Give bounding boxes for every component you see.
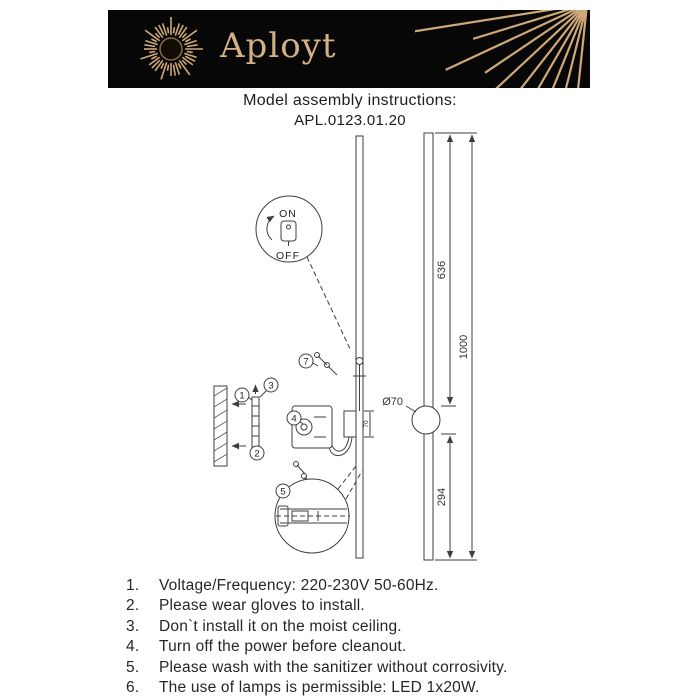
instruction-text: The use of lamps is permissible: LED 1x2… <box>159 679 480 697</box>
instruction-text: Please wash with the sanitizer without c… <box>159 658 508 676</box>
switch-on-label: ON <box>279 208 297 220</box>
title-block: Model assembly instructions: APL.0123.01… <box>0 92 700 129</box>
instructions-list: 1. Voltage/Frequency: 220-230V 50-60Hz. … <box>126 576 507 698</box>
callout-7: 7 <box>303 357 308 368</box>
callout-2: 2 <box>254 449 259 460</box>
dimension-label-294: 294 <box>436 488 448 506</box>
instruction-number: 2. <box>126 597 140 615</box>
instruction-number: 1. <box>126 577 140 594</box>
brand-name: Aployt <box>220 26 337 66</box>
instruction-number: 3. <box>126 617 140 635</box>
instruction-item: 4. Turn off the power before cleanout. <box>126 637 507 657</box>
wall-mount-detail: 1 3 2 4 <box>213 377 304 467</box>
lamp-assembly-view: 70 7 <box>291 135 374 559</box>
dimension-label-diameter: Ø70 <box>382 396 403 408</box>
dimension-label-plate-70: 70 <box>363 420 370 428</box>
instruction-item: 1. Voltage/Frequency: 220-230V 50-60Hz. <box>126 576 507 596</box>
instruction-text: Don`t install it on the moist ceiling. <box>159 617 402 635</box>
switch-off-label: OFF <box>276 250 300 262</box>
instruction-item: 5. Please wash with the sanitizer withou… <box>126 658 507 678</box>
brand-banner: Aployt <box>108 10 590 88</box>
instruction-item: 2. Please wear gloves to install. <box>126 596 507 616</box>
lamp-dimension-view: 636 294 1000 Ø70 <box>382 132 477 561</box>
bottom-section-detail: 5 <box>274 461 363 554</box>
instruction-item: 6. The use of lamps is permissible: LED … <box>126 678 507 698</box>
instruction-text: Please wear gloves to install. <box>159 597 365 615</box>
sunburst-logo-icon <box>140 17 203 80</box>
instruction-number: 5. <box>126 658 140 676</box>
callout-3: 3 <box>268 381 273 392</box>
page-title: Model assembly instructions: <box>243 92 457 109</box>
callout-4: 4 <box>291 414 296 425</box>
callout-5: 5 <box>280 487 285 498</box>
instruction-text: Voltage/Frequency: 220-230V 50-60Hz. <box>159 577 439 594</box>
instruction-number: 4. <box>126 638 140 656</box>
instruction-item: 3. Don`t install it on the moist ceiling… <box>126 617 507 637</box>
onoff-switch-detail: ON OFF <box>255 195 352 352</box>
banner-rays-decoration-icon <box>415 10 588 88</box>
dimension-label-636: 636 <box>436 261 448 279</box>
instruction-text: Turn off the power before cleanout. <box>159 638 407 656</box>
callout-1: 1 <box>239 391 244 402</box>
instruction-number: 6. <box>126 679 140 697</box>
dimension-label-1000: 1000 <box>458 335 470 359</box>
model-number: APL.0123.01.20 <box>294 112 406 129</box>
